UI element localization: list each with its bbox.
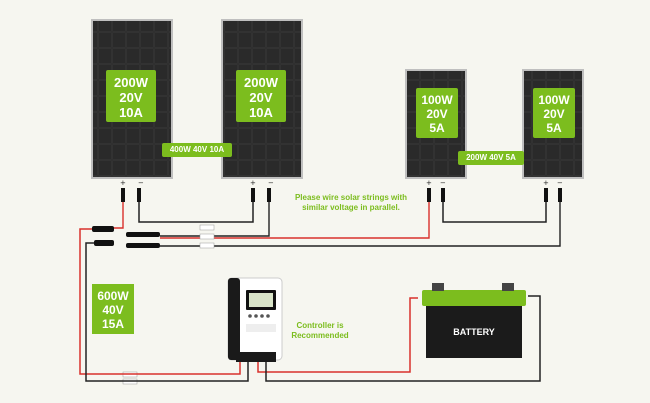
- battery-label: BATTERY: [453, 327, 495, 337]
- y-branch-connectors: [92, 226, 160, 248]
- battery-wires: [257, 295, 541, 382]
- pv-main-wires: [79, 228, 249, 382]
- panel-watt: 200W: [244, 75, 278, 90]
- total-rating-label: 600W 40V 15A: [92, 284, 134, 334]
- panel-volt: 20V: [119, 89, 143, 105]
- mc4-connectors: [121, 188, 562, 202]
- wiring-note-line: similar voltage in parallel.: [302, 203, 400, 212]
- string-to-branch-wires: [100, 202, 561, 247]
- negative-terminal-symbol: −: [268, 179, 274, 187]
- panel-amp: 5A: [546, 120, 562, 135]
- left-string-rating: 400W 40V 10A: [162, 143, 232, 157]
- right-string-rating: 200W 40V 5A: [458, 151, 524, 165]
- panel-watt: 100W: [421, 93, 453, 107]
- controller-note-line: Recommended: [291, 331, 349, 340]
- panel-rating-label: 200W 20V 10A: [236, 70, 286, 122]
- panel-volt: 20V: [426, 106, 448, 121]
- positive-terminal-symbol: +: [543, 179, 549, 187]
- panel-rating-label: 100W 20V 5A: [416, 88, 458, 138]
- panel-volt: 20V: [249, 89, 273, 105]
- panel-watt: 200W: [114, 75, 148, 90]
- panel-volt: 20V: [543, 106, 565, 121]
- wiring-note: Please wire solar strings with similar v…: [286, 193, 416, 213]
- panel-rating-label: 100W 20V 5A: [533, 88, 575, 138]
- panel-rating-label: 200W 20V 10A: [106, 70, 156, 122]
- series-wires: [138, 202, 547, 223]
- negative-terminal-symbol: −: [440, 179, 446, 187]
- total-watt: 600W: [97, 289, 129, 303]
- total-amp: 15A: [101, 316, 124, 331]
- total-volt: 40V: [102, 302, 124, 317]
- panel-terminals: + − + − + − + −: [120, 179, 563, 187]
- cable-tags: [122, 224, 215, 385]
- panel-amp: 10A: [119, 104, 143, 120]
- positive-terminal-symbol: +: [250, 179, 256, 187]
- battery: [422, 283, 526, 358]
- panel-watt: 100W: [538, 93, 570, 107]
- negative-terminal-symbol: −: [138, 179, 144, 187]
- panel-amp: 5A: [429, 120, 445, 135]
- charge-controller: [227, 277, 283, 362]
- controller-note-line: Controller is: [296, 321, 344, 330]
- wiring-note-line: Please wire solar strings with: [294, 193, 408, 202]
- controller-note: Controller is Recommended: [288, 321, 352, 341]
- positive-terminal-symbol: +: [120, 179, 126, 187]
- panel-amp: 10A: [249, 104, 273, 120]
- negative-terminal-symbol: −: [557, 179, 563, 187]
- positive-terminal-symbol: +: [426, 179, 432, 187]
